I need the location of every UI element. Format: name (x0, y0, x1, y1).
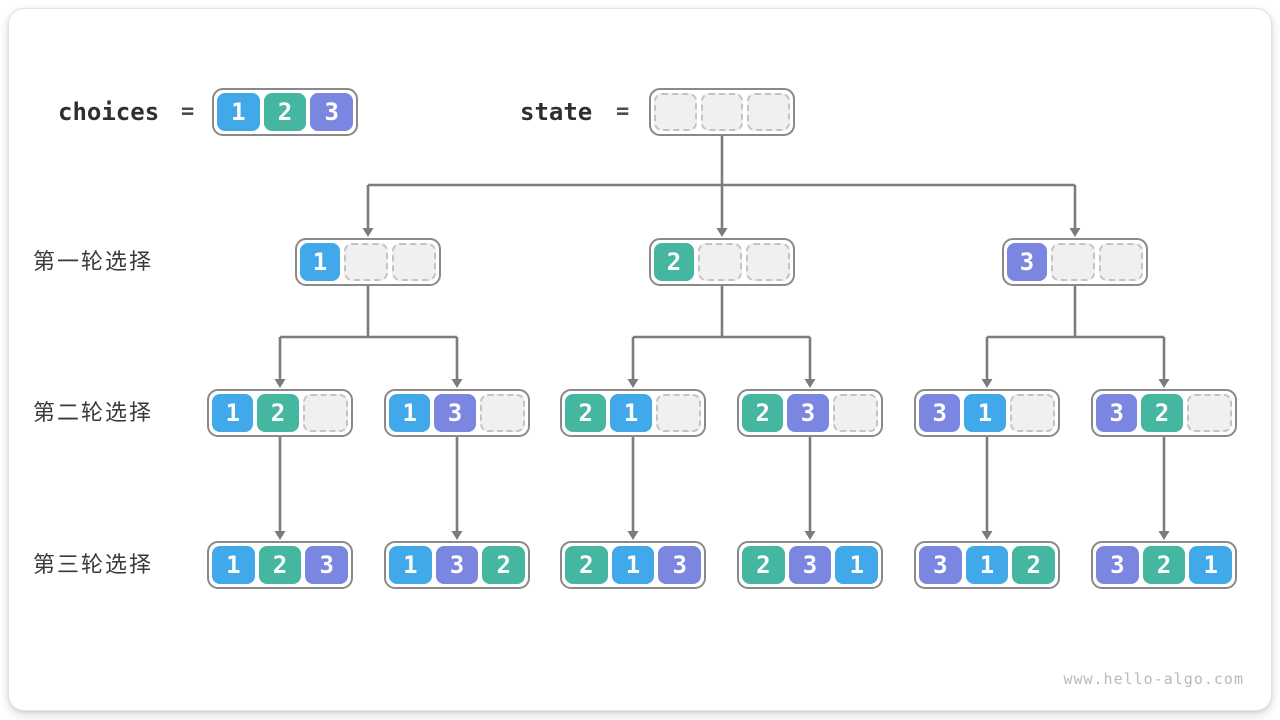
cell-value-2: 2 (257, 394, 299, 432)
cell-value-3: 3 (1096, 546, 1139, 584)
state-equals-sign: = (616, 99, 630, 124)
empty-cell (302, 394, 348, 432)
cell-value-3: 3 (788, 546, 832, 584)
cell-value-2: 2 (742, 394, 784, 432)
empty-cell (479, 394, 525, 432)
empty-cell (1099, 243, 1143, 281)
cell-value-1: 1 (300, 243, 340, 281)
cell-value-1: 1 (964, 394, 1006, 432)
empty-cell (746, 243, 790, 281)
cell-value-2: 2 (742, 546, 785, 584)
cell-value-3: 3 (310, 93, 354, 131)
cell-value-1: 1 (389, 394, 431, 432)
empty-cell (655, 394, 701, 432)
round-2-label: 第二轮选择 (33, 400, 154, 425)
cell-value-3: 3 (435, 546, 479, 584)
cell-value-1: 1 (835, 546, 879, 584)
state-label: state (520, 98, 593, 126)
cell-value-1: 1 (212, 546, 255, 584)
cell-value-3: 3 (919, 546, 962, 584)
empty-cell (1009, 394, 1055, 432)
cell-value-3: 3 (305, 546, 349, 584)
empty-cell (654, 93, 697, 131)
state-node-round1-2xx: 2 (649, 238, 795, 286)
empty-cell (344, 243, 388, 281)
cell-value-1: 1 (217, 93, 260, 131)
cell-value-2: 2 (1012, 546, 1056, 584)
round-3-label: 第三轮选择 (33, 552, 154, 577)
cell-value-1: 1 (610, 394, 652, 432)
cell-value-2: 2 (482, 546, 526, 584)
cell-value-1: 1 (389, 546, 432, 584)
cell-value-2: 2 (565, 546, 608, 584)
cell-value-2: 2 (654, 243, 694, 281)
empty-cell (698, 243, 742, 281)
cell-value-2: 2 (1142, 546, 1186, 584)
cell-value-1: 1 (212, 394, 254, 432)
cell-value-3: 3 (434, 394, 476, 432)
round-1-label: 第一轮选择 (33, 249, 154, 274)
choices-equals-sign: = (181, 99, 195, 124)
cell-value-1: 1 (1189, 546, 1233, 584)
empty-cell (1186, 394, 1232, 432)
cell-value-3: 3 (1096, 394, 1138, 432)
state-node-round1-1xx: 1 (295, 238, 441, 286)
cell-value-3: 3 (658, 546, 702, 584)
cell-value-1: 1 (611, 546, 655, 584)
cell-value-3: 3 (1007, 243, 1047, 281)
empty-cell (392, 243, 436, 281)
cell-value-2: 2 (263, 93, 307, 131)
empty-cell (747, 93, 791, 131)
empty-cell (832, 394, 878, 432)
cell-value-2: 2 (258, 546, 302, 584)
state-array-node (649, 88, 795, 136)
watermark-text: www.hello-algo.com (1063, 670, 1244, 688)
cell-value-1: 1 (965, 546, 1009, 584)
state-node-round1-3xx: 3 (1002, 238, 1148, 286)
empty-cell (700, 93, 744, 131)
cell-value-3: 3 (919, 394, 961, 432)
empty-cell (1051, 243, 1095, 281)
choices-label: choices (58, 98, 160, 126)
cell-value-2: 2 (565, 394, 607, 432)
cell-value-3: 3 (787, 394, 829, 432)
cell-value-2: 2 (1141, 394, 1183, 432)
